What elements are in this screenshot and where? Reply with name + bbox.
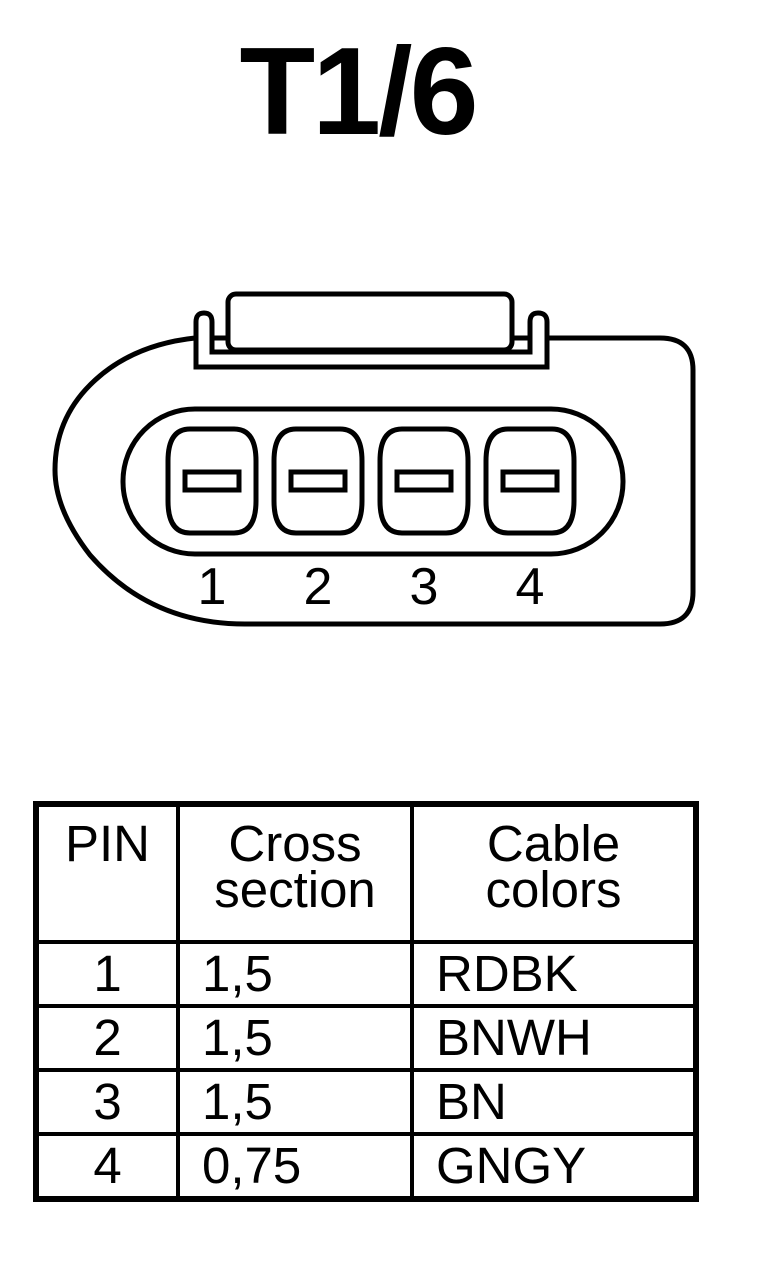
cell-cross-section: 1,5	[176, 940, 414, 1008]
pin-label: 2	[304, 558, 333, 616]
pin-table: PIN Cross section Cable colors 1 1,5 RDB…	[33, 801, 699, 1202]
cell-cable-color: RDBK	[410, 940, 698, 1008]
pin-4-contact	[500, 469, 560, 493]
pin-1-contact	[182, 469, 242, 493]
header-cable-colors: Cable colors	[410, 802, 698, 944]
connector-diagram: 1 2 3 4	[52, 291, 696, 627]
cell-pin: 3	[34, 1068, 180, 1136]
cell-cross-section: 1,5	[176, 1004, 414, 1072]
table-row: 4 0,75 GNGY	[34, 1132, 698, 1201]
header-cross-section: Cross section	[176, 802, 414, 944]
pin-label: 4	[516, 558, 545, 616]
pin-3-contact	[394, 469, 454, 493]
cell-cross-section: 0,75	[176, 1132, 414, 1201]
cell-cross-section: 1,5	[176, 1068, 414, 1136]
connector-title: T1/6	[239, 23, 478, 161]
cell-pin: 2	[34, 1004, 180, 1072]
pin-label: 3	[410, 558, 439, 616]
cell-cable-color: GNGY	[410, 1132, 698, 1201]
table-row: 1 1,5 RDBK	[34, 940, 698, 1008]
table-header-row: PIN Cross section Cable colors	[34, 802, 698, 944]
cell-cable-color: BN	[410, 1068, 698, 1136]
table-row: 2 1,5 BNWH	[34, 1004, 698, 1072]
latch-left	[193, 310, 550, 370]
cell-cable-color: BNWH	[410, 1004, 698, 1072]
cell-pin: 4	[34, 1132, 180, 1201]
pin-2-contact	[288, 469, 348, 493]
header-pin: PIN	[34, 802, 180, 944]
table-row: 3 1,5 BN	[34, 1068, 698, 1136]
locking-tab	[225, 291, 515, 353]
pin-label: 1	[198, 558, 227, 616]
cell-pin: 1	[34, 940, 180, 1008]
